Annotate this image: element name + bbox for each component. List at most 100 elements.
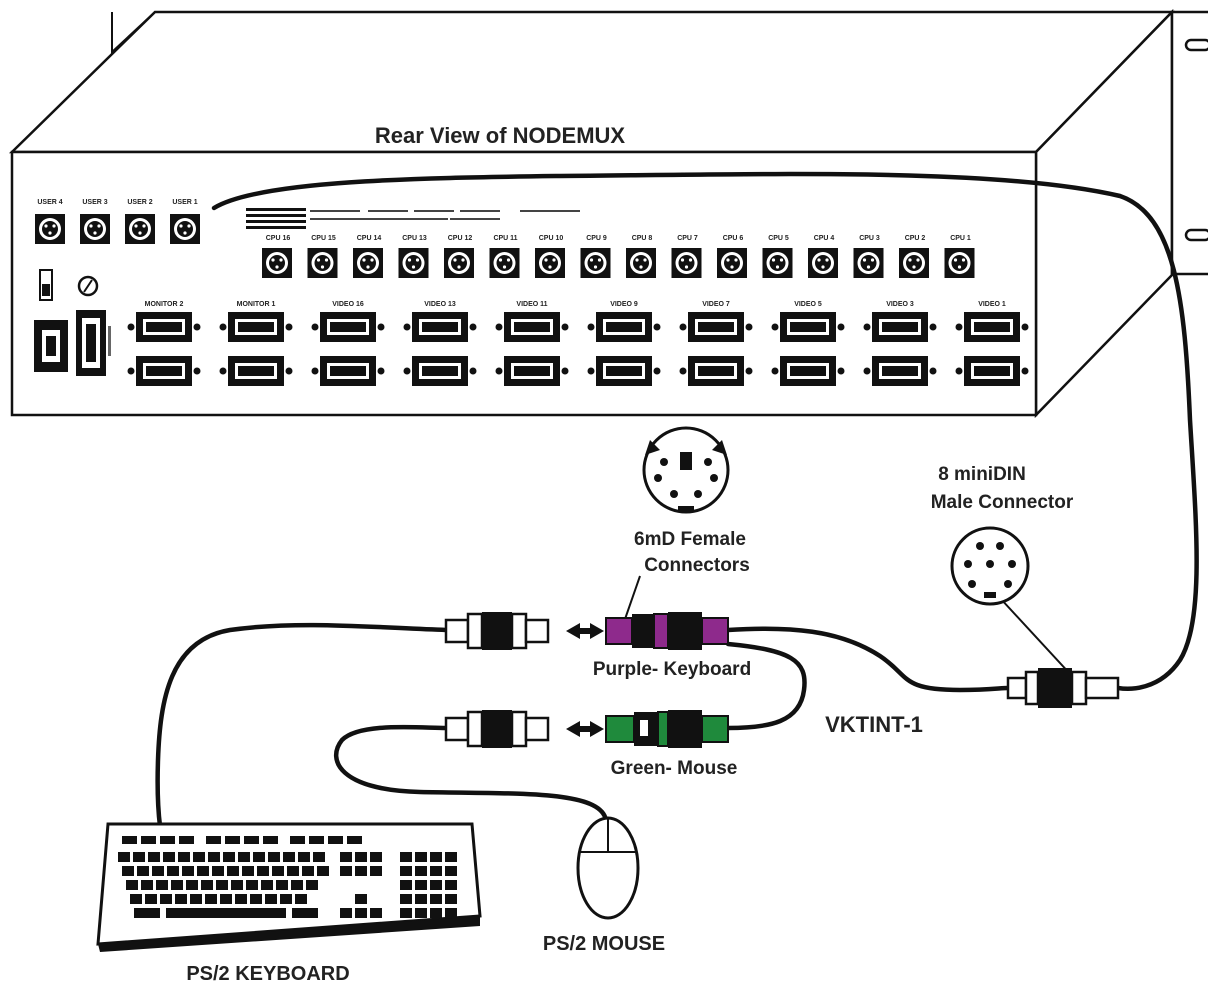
user-port-label: USER 3 bbox=[82, 199, 107, 206]
video-port-video-9 bbox=[587, 312, 661, 342]
user-port-user-3 bbox=[80, 214, 110, 244]
vktint-purple-keyboard-plug bbox=[605, 612, 729, 650]
video-port-label: MONITOR 1 bbox=[237, 301, 276, 308]
video-port-video-5 bbox=[771, 312, 845, 342]
user-port-label: USER 2 bbox=[127, 199, 152, 206]
user-port-label: USER 4 bbox=[37, 199, 62, 206]
cpu-port-label: CPU 8 bbox=[632, 235, 653, 242]
cpu-port-label: CPU 15 bbox=[311, 235, 336, 242]
rack-ear-slot-bottom bbox=[1184, 228, 1208, 242]
rack-ear-slot-top bbox=[1184, 38, 1208, 52]
cpu-port-label: CPU 11 bbox=[493, 235, 517, 242]
female-6md-connector-icon bbox=[642, 426, 730, 514]
female-leader bbox=[623, 575, 641, 623]
video-port-lower-2 bbox=[219, 356, 293, 386]
vktint-mouse-cable bbox=[725, 641, 807, 731]
video-port-monitor-2 bbox=[127, 312, 201, 342]
cables bbox=[155, 171, 1199, 829]
video-port-monitor-1 bbox=[219, 312, 293, 342]
cpu-port-label: CPU 9 bbox=[586, 235, 607, 242]
user-port-label: USER 1 bbox=[172, 199, 197, 206]
minidin-label-line2: Male Connector bbox=[931, 492, 1074, 513]
video-port-lower-1 bbox=[127, 356, 201, 386]
power-section bbox=[34, 269, 111, 376]
chassis-title: Rear View of NODEMUX bbox=[375, 123, 626, 148]
user-port-group: USER 4 USER 3 USER 2 USER 1 bbox=[35, 199, 200, 244]
video-port-lower-4 bbox=[403, 356, 477, 386]
mouse-cable bbox=[333, 724, 609, 823]
cpu-port-label: CPU 14 bbox=[357, 235, 382, 242]
female-connectors-label-line1: 6mD Female bbox=[634, 529, 746, 550]
cpu-port-label: CPU 2 bbox=[905, 235, 926, 242]
video-port-label: MONITOR 2 bbox=[145, 301, 184, 308]
keyboard-label: PS/2 KEYBOARD bbox=[186, 963, 349, 985]
minidin-inline-plug bbox=[1006, 668, 1120, 708]
ps2-mouse bbox=[576, 816, 640, 920]
cpu-port-label: CPU 6 bbox=[723, 235, 744, 242]
adapter-label: VKTINT-1 bbox=[825, 712, 923, 737]
cpu-port-label: CPU 12 bbox=[448, 235, 473, 242]
video-port-label: VIDEO 13 bbox=[424, 301, 456, 308]
cpu-port-label: CPU 10 bbox=[539, 235, 564, 242]
cpu-port-cpu-15 bbox=[307, 248, 338, 278]
cpu-port-label: CPU 1 bbox=[950, 235, 971, 242]
video-port-lower-10 bbox=[955, 356, 1029, 386]
video-port-lower-9 bbox=[863, 356, 937, 386]
keyboard-cable-label: Purple- Keyboard bbox=[593, 659, 751, 680]
minidin-label-line1: 8 miniDIN bbox=[938, 464, 1026, 485]
video-port-lower-3 bbox=[311, 356, 385, 386]
minidin-8-male-connector-icon bbox=[950, 526, 1030, 606]
keyboard-connect-arrow bbox=[566, 623, 604, 639]
cpu-port-label: CPU 7 bbox=[677, 235, 698, 242]
cpu-port-cpu-4 bbox=[808, 248, 838, 278]
mouse-label: PS/2 MOUSE bbox=[543, 933, 665, 955]
video-port-lower-5 bbox=[495, 356, 569, 386]
ps2-keyboard bbox=[96, 822, 482, 952]
video-port-video-1 bbox=[955, 312, 1029, 342]
video-port-video-13 bbox=[403, 312, 477, 342]
video-port-lower-8 bbox=[771, 356, 845, 386]
mouse-cable-label: Green- Mouse bbox=[611, 758, 738, 779]
cpu-port-cpu-2 bbox=[899, 248, 929, 278]
video-port-video-3 bbox=[863, 312, 937, 342]
cpu-port-cpu-11 bbox=[489, 248, 520, 278]
video-port-video-11 bbox=[495, 312, 569, 342]
cpu-port-cpu-9 bbox=[580, 248, 611, 278]
video-port-video-7 bbox=[679, 312, 753, 342]
user-cable bbox=[211, 171, 1199, 691]
cpu-port-cpu-3 bbox=[853, 248, 884, 278]
video-port-label: VIDEO 16 bbox=[332, 301, 364, 308]
keyboard-cable bbox=[155, 622, 449, 829]
chassis-corner bbox=[111, 11, 156, 55]
cpu-port-cpu-14 bbox=[353, 248, 383, 278]
panel-spec-lines bbox=[246, 208, 580, 229]
cpu-port-cpu-13 bbox=[398, 248, 429, 278]
video-port-lower-6 bbox=[587, 356, 661, 386]
female-connectors-label-line2: Connectors bbox=[644, 555, 750, 576]
video-port-label: VIDEO 11 bbox=[516, 301, 547, 308]
cpu-port-cpu-10 bbox=[535, 248, 565, 278]
video-port-label: VIDEO 9 bbox=[610, 301, 638, 308]
vktint-keyboard-cable bbox=[725, 626, 1011, 693]
cpu-port-cpu-7 bbox=[671, 248, 702, 278]
cpu-port-cpu-5 bbox=[762, 248, 793, 278]
cpu-port-cpu-16 bbox=[262, 248, 292, 278]
video-port-lower-7 bbox=[679, 356, 753, 386]
cpu-port-cpu-12 bbox=[444, 248, 474, 278]
video-port-label: VIDEO 3 bbox=[886, 301, 914, 308]
nodemux-chassis: Rear View of NODEMUX bbox=[8, 8, 1208, 419]
cpu-port-cpu-1 bbox=[944, 248, 975, 278]
video-port-label: VIDEO 1 bbox=[978, 301, 1006, 308]
user-port-user-4 bbox=[35, 214, 65, 244]
mouse-connect-arrow bbox=[566, 721, 604, 737]
cpu-port-cpu-8 bbox=[626, 248, 656, 278]
video-port-label: VIDEO 7 bbox=[702, 301, 730, 308]
video-port-label: VIDEO 5 bbox=[794, 301, 822, 308]
cpu-port-cpu-6 bbox=[717, 248, 747, 278]
keyboard-key-grid bbox=[118, 836, 457, 918]
cpu-port-label: CPU 5 bbox=[768, 235, 789, 242]
vktint-green-mouse-plug bbox=[605, 710, 729, 748]
cpu-port-label: CPU 16 bbox=[266, 235, 291, 242]
